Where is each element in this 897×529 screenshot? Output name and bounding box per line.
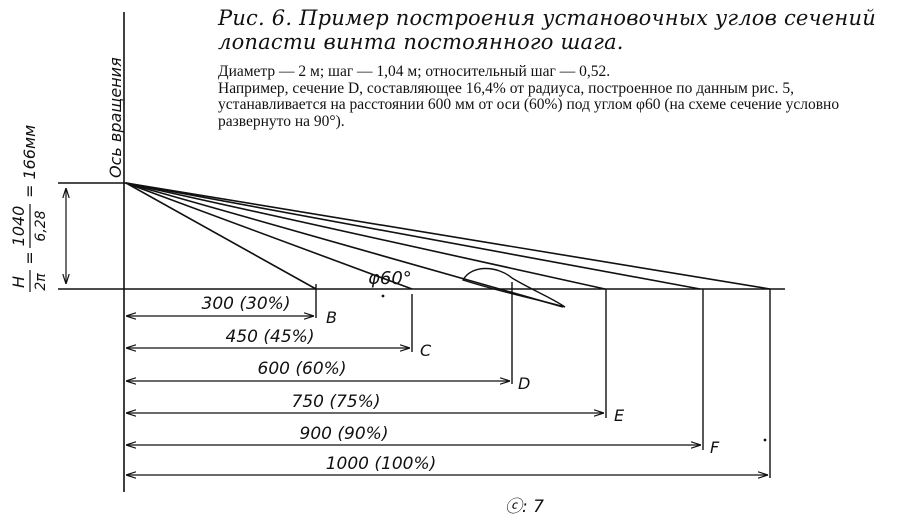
- airfoil-section-d: [461, 267, 566, 308]
- section-line-b: [125, 182, 317, 290]
- caption-line-2: Например, сечение D, составляющее 16,4% …: [218, 79, 840, 130]
- rotation-axis-label: Ось вращения: [106, 57, 125, 178]
- section-line-tip: [125, 182, 771, 290]
- section-letter-b: B: [326, 308, 337, 327]
- section-lines: [125, 182, 771, 308]
- section-letter-e: E: [614, 406, 625, 425]
- caption-body: Диаметр — 2 м; шаг — 1,04 м; относительн…: [218, 63, 886, 130]
- formula-2pi: 2π: [33, 273, 49, 291]
- formula-1040: 1040: [9, 206, 28, 247]
- angle-label: φ60°: [368, 268, 412, 289]
- caption-title: Рис. 6. Пример построения установочных у…: [218, 6, 876, 54]
- stray-dot-1: [381, 294, 385, 298]
- section-letter-d: D: [518, 374, 530, 393]
- section-line-e: [125, 182, 606, 290]
- formula-result: = 166мм: [20, 125, 39, 198]
- section-line-f: [125, 182, 701, 290]
- formula-h: H: [9, 276, 28, 288]
- dim-label-900: 900 (90%): [300, 424, 389, 444]
- stray-dot-2: [763, 438, 767, 442]
- page-mark: ⓒ: 7: [505, 497, 544, 517]
- dim-label-600: 600 (60%): [258, 359, 347, 379]
- section-letter-f: F: [710, 438, 720, 457]
- formula-628: 6,28: [33, 210, 49, 241]
- dimension-arrows: [126, 316, 768, 475]
- dim-label-450: 450 (45%): [226, 327, 315, 347]
- svg-text:=: =: [20, 251, 39, 264]
- pitch-formula: H 2π = 1040 6,28 = 166мм: [9, 125, 49, 292]
- section-letter-c: C: [420, 341, 432, 360]
- figure-caption: Рис. 6. Пример построения установочных у…: [218, 6, 886, 130]
- dim-label-300: 300 (30%): [202, 294, 291, 314]
- caption-line-1: Диаметр — 2 м; шаг — 1,04 м; относительн…: [218, 63, 611, 80]
- section-line-d: [125, 182, 564, 308]
- section-line-c: [125, 182, 413, 290]
- dim-label-1000: 1000 (100%): [326, 454, 437, 474]
- dim-label-750: 750 (75%): [292, 392, 381, 412]
- drop-lines: [315, 282, 771, 478]
